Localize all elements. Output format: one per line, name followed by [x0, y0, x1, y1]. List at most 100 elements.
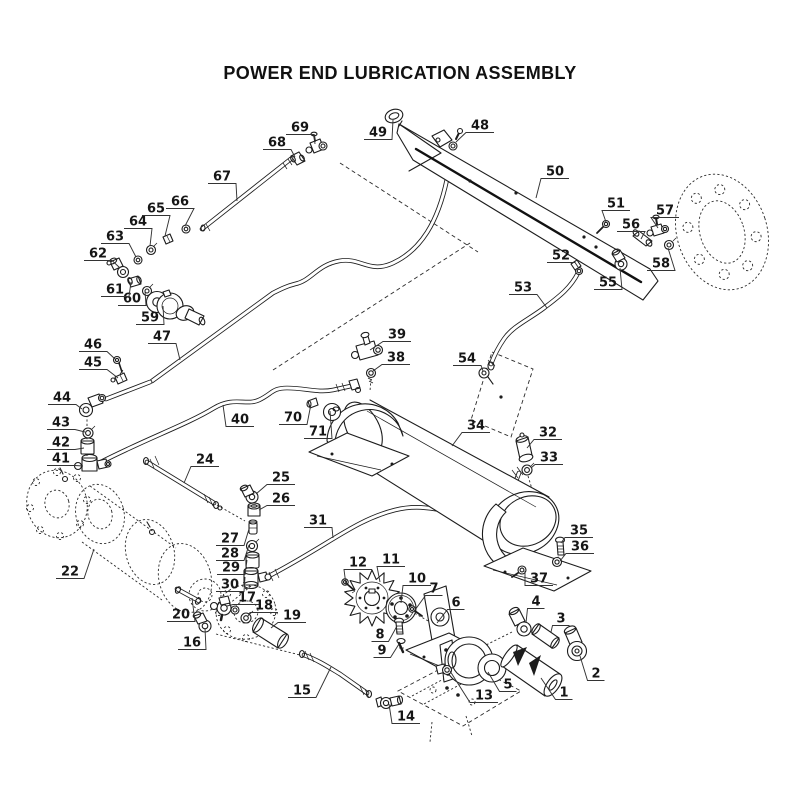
part-label-61: 61 — [101, 282, 131, 298]
part-label-68: 68 — [263, 136, 295, 158]
part-label-65: 65 — [142, 202, 170, 237]
part-label-11: 11 — [377, 553, 405, 583]
part-label-55: 55 — [594, 268, 622, 291]
svg-text:38: 38 — [387, 351, 405, 366]
svg-text:58: 58 — [652, 257, 670, 272]
part-11-sprocket — [345, 570, 400, 626]
parts-8-9-bolts — [395, 618, 406, 652]
svg-text:34: 34 — [467, 419, 485, 434]
part-label-10: 10 — [401, 572, 431, 604]
svg-text:54: 54 — [458, 352, 476, 367]
part-50-mounting-plate — [397, 124, 658, 300]
svg-text:27: 27 — [221, 532, 239, 547]
svg-text:49: 49 — [369, 126, 387, 141]
part-label-45: 45 — [79, 356, 118, 379]
svg-text:8: 8 — [375, 628, 384, 643]
svg-text:71: 71 — [309, 425, 327, 440]
part-label-17: 17 — [227, 591, 261, 607]
svg-text:50: 50 — [546, 165, 564, 180]
part-label-59: 59 — [136, 306, 164, 326]
part-48-grease-fitting — [449, 129, 463, 151]
part-13-fitting — [436, 664, 452, 675]
svg-text:19: 19 — [283, 609, 301, 624]
part-label-33: 33 — [531, 451, 563, 469]
part-label-48: 48 — [456, 119, 494, 143]
part-label-7: 7 — [415, 582, 443, 611]
svg-text:12: 12 — [349, 556, 367, 571]
part-label-29: 29 — [217, 560, 247, 576]
svg-text:6: 6 — [451, 596, 460, 611]
tank-left-bracket — [309, 404, 409, 476]
part-label-34: 34 — [452, 419, 490, 447]
part-label-71: 71 — [304, 411, 332, 440]
part-4-elbow — [508, 606, 531, 636]
part-label-70: 70 — [279, 404, 311, 426]
part-label-37: 37 — [525, 571, 553, 587]
svg-text:69: 69 — [291, 121, 309, 136]
part-label-54: 54 — [453, 352, 483, 372]
part-label-28: 28 — [216, 545, 249, 562]
part-label-64: 64 — [124, 215, 152, 247]
svg-text:14: 14 — [397, 710, 415, 725]
svg-text:3: 3 — [556, 612, 565, 627]
part-label-5: 5 — [488, 672, 517, 693]
svg-text:5: 5 — [503, 678, 512, 693]
part-label-32: 32 — [527, 426, 562, 449]
part-label-40: 40 — [223, 405, 254, 428]
svg-text:44: 44 — [53, 391, 71, 406]
svg-text:65: 65 — [147, 202, 165, 217]
svg-text:62: 62 — [89, 247, 107, 262]
part-label-66: 66 — [166, 195, 194, 227]
part-label-3: 3 — [551, 612, 570, 633]
part-label-41: 41 — [47, 452, 83, 467]
svg-text:35: 35 — [570, 524, 588, 539]
svg-text:1: 1 — [559, 686, 568, 701]
part-label-12: 12 — [344, 556, 372, 586]
svg-text:67: 67 — [213, 170, 231, 185]
parts-35-37-bolts — [512, 537, 565, 577]
part-14-fitting — [376, 696, 403, 709]
parts-38-39-tank-fittings — [352, 332, 383, 383]
part-label-58: 58 — [647, 248, 675, 272]
ghost-flange-wheel — [661, 162, 783, 302]
svg-text:42: 42 — [52, 436, 70, 451]
svg-text:28: 28 — [221, 547, 239, 562]
part-label-63: 63 — [101, 230, 136, 258]
svg-text:66: 66 — [171, 195, 189, 210]
svg-text:41: 41 — [52, 452, 70, 467]
part-34-oil-tank — [336, 396, 570, 556]
svg-text:31: 31 — [309, 514, 327, 529]
part-label-38: 38 — [373, 351, 410, 372]
part-49-cap — [383, 107, 404, 126]
part-label-51: 51 — [602, 197, 630, 223]
part-3-nipple — [530, 622, 561, 649]
part-label-14: 14 — [389, 704, 420, 725]
svg-text:16: 16 — [183, 636, 201, 651]
part-label-31: 31 — [304, 514, 333, 539]
svg-text:48: 48 — [471, 119, 489, 134]
parts-59-69-lubricator-train — [107, 132, 327, 325]
svg-text:68: 68 — [268, 136, 286, 151]
svg-text:30: 30 — [221, 578, 239, 593]
svg-text:70: 70 — [284, 411, 302, 426]
part-label-16: 16 — [178, 628, 206, 651]
part-label-39: 39 — [370, 328, 411, 351]
svg-text:13: 13 — [475, 689, 493, 704]
svg-text:10: 10 — [408, 572, 426, 587]
svg-text:43: 43 — [52, 416, 70, 431]
svg-text:45: 45 — [84, 356, 102, 371]
part-label-35: 35 — [561, 524, 593, 544]
page-title: POWER END LUBRICATION ASSEMBLY — [223, 63, 577, 83]
svg-text:39: 39 — [388, 328, 406, 343]
parts-16-20-fittings — [174, 586, 290, 650]
part-label-8: 8 — [372, 626, 398, 643]
part-label-6: 6 — [437, 596, 465, 624]
part-labels: 1234567891011121314151617181920222425262… — [47, 119, 679, 725]
part-1-filter-cylinder — [498, 643, 565, 699]
part-label-46: 46 — [79, 338, 115, 360]
svg-text:64: 64 — [129, 215, 147, 230]
svg-text:17: 17 — [238, 591, 256, 606]
svg-text:63: 63 — [106, 230, 124, 245]
